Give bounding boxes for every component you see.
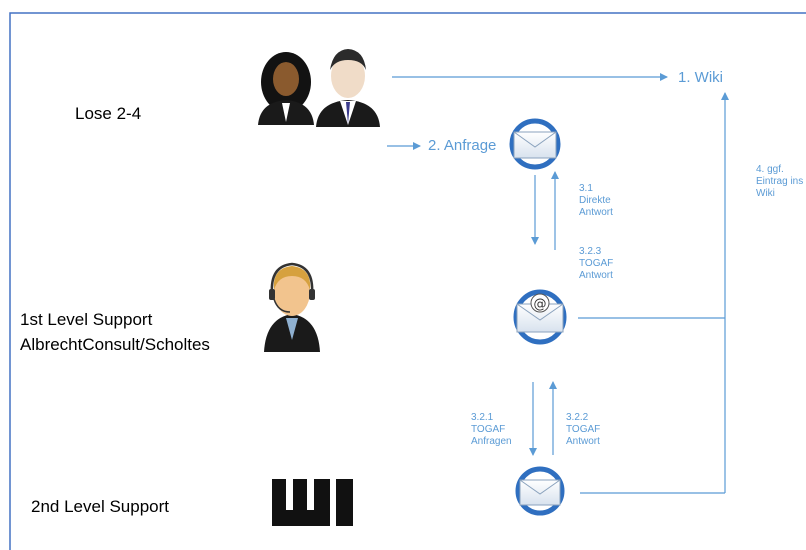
man-user-icon [316, 49, 380, 127]
wi-logo [272, 479, 353, 526]
step-anfrage: 2. Anfrage [428, 137, 497, 154]
headset-agent-icon [264, 262, 320, 352]
role-1st-level-line2: AlbrechtConsult/Scholtes [20, 335, 210, 354]
svg-text:@: @ [534, 297, 547, 312]
role-2nd-level: 2nd Level Support [31, 497, 169, 516]
mail-icon-2nd-level [515, 466, 565, 516]
role-1st-level-line1: 1st Level Support [20, 310, 153, 329]
step-wiki: 1. Wiki [678, 69, 723, 86]
at-mail-icon-1st-level: @ [513, 289, 567, 345]
role-lose: Lose 2-4 [75, 104, 142, 123]
woman-user-icon [258, 52, 314, 125]
diagram-frame [9, 12, 806, 550]
mail-icon-anfrage [509, 118, 561, 170]
